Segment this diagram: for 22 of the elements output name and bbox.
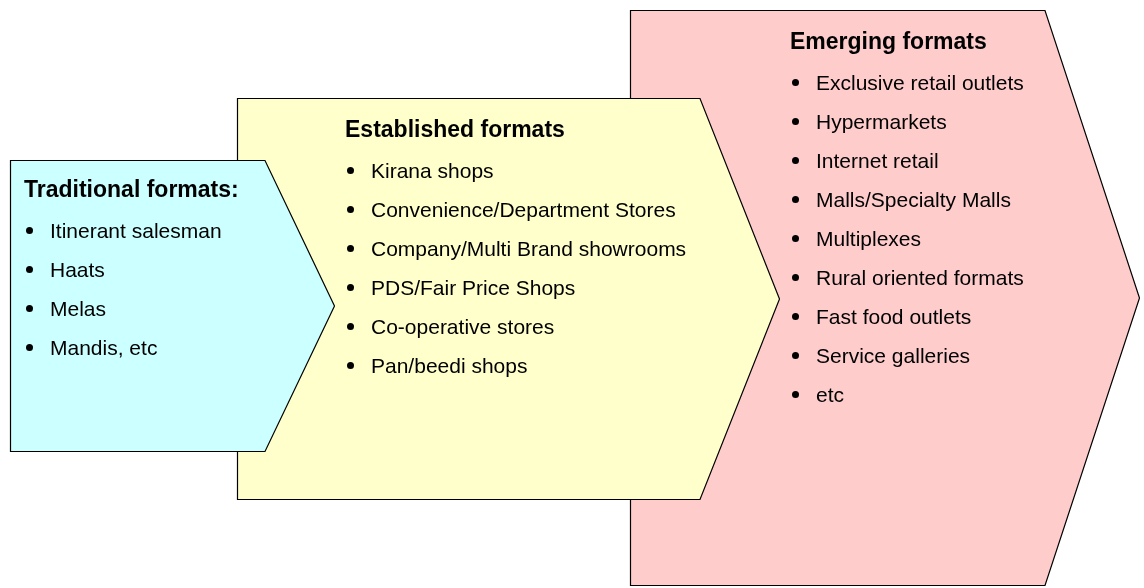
list-item: Co-operative stores: [371, 315, 555, 338]
list-item: Malls/Specialty Malls: [816, 188, 1011, 211]
list-item: Service galleries: [816, 344, 971, 367]
list-item: Hypermarkets: [816, 110, 947, 133]
list-item: Melas: [50, 297, 107, 320]
list-item: Mandis, etc: [50, 336, 158, 359]
list-item: Company/Multi Brand showrooms: [371, 237, 687, 260]
list-item: Fast food outlets: [816, 305, 972, 328]
list-item: Haats: [50, 258, 105, 281]
list-item: Rural oriented formats: [816, 266, 1024, 289]
list-item: Exclusive retail outlets: [816, 71, 1024, 94]
heading: Emerging formats: [790, 28, 987, 55]
list-item: Kirana shops: [371, 159, 494, 182]
list-item: Convenience/Department Stores: [371, 198, 676, 221]
list-item: PDS/Fair Price Shops: [371, 276, 576, 299]
list-item: Multiplexes: [816, 227, 922, 250]
list-item: Pan/beedi shops: [371, 354, 528, 377]
list-item: Internet retail: [816, 149, 939, 172]
list-item: etc: [816, 383, 844, 406]
heading: Established formats: [345, 116, 565, 143]
heading: Traditional formats:: [24, 176, 239, 203]
list-item: Itinerant salesman: [50, 219, 222, 242]
